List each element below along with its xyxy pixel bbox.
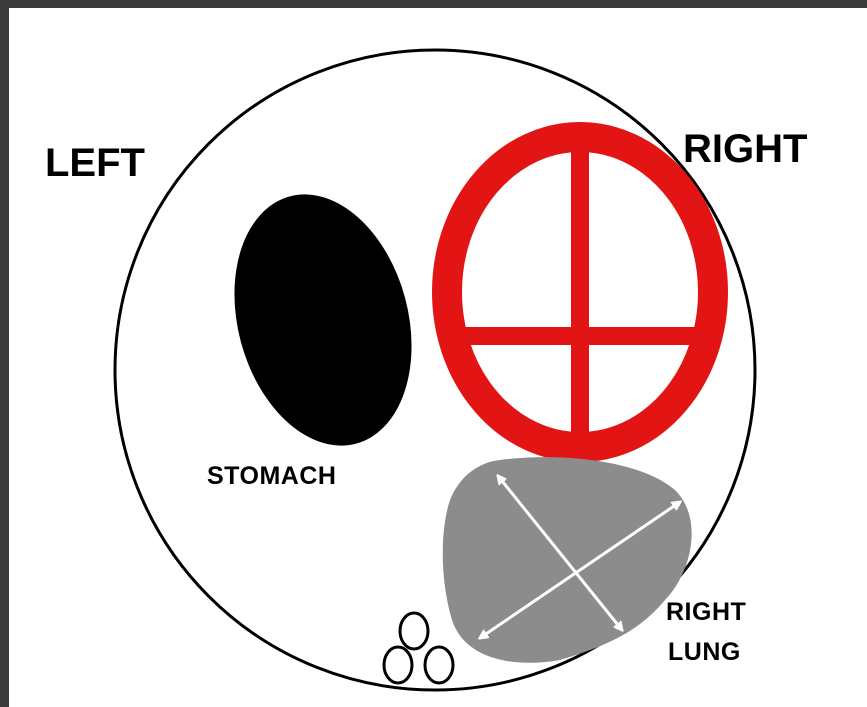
diagram-canvas: LEFT RIGHT STOMACH RIGHT LUNG <box>9 8 867 707</box>
chest-cross-section-diagram: LEFT RIGHT STOMACH RIGHT LUNG <box>9 8 867 707</box>
label-stomach: STOMACH <box>207 462 336 490</box>
label-left: LEFT <box>45 141 145 185</box>
label-right-lung-line1: RIGHT <box>666 598 746 626</box>
label-right: RIGHT <box>683 127 807 171</box>
label-right-lung-line2: LUNG <box>668 638 741 666</box>
